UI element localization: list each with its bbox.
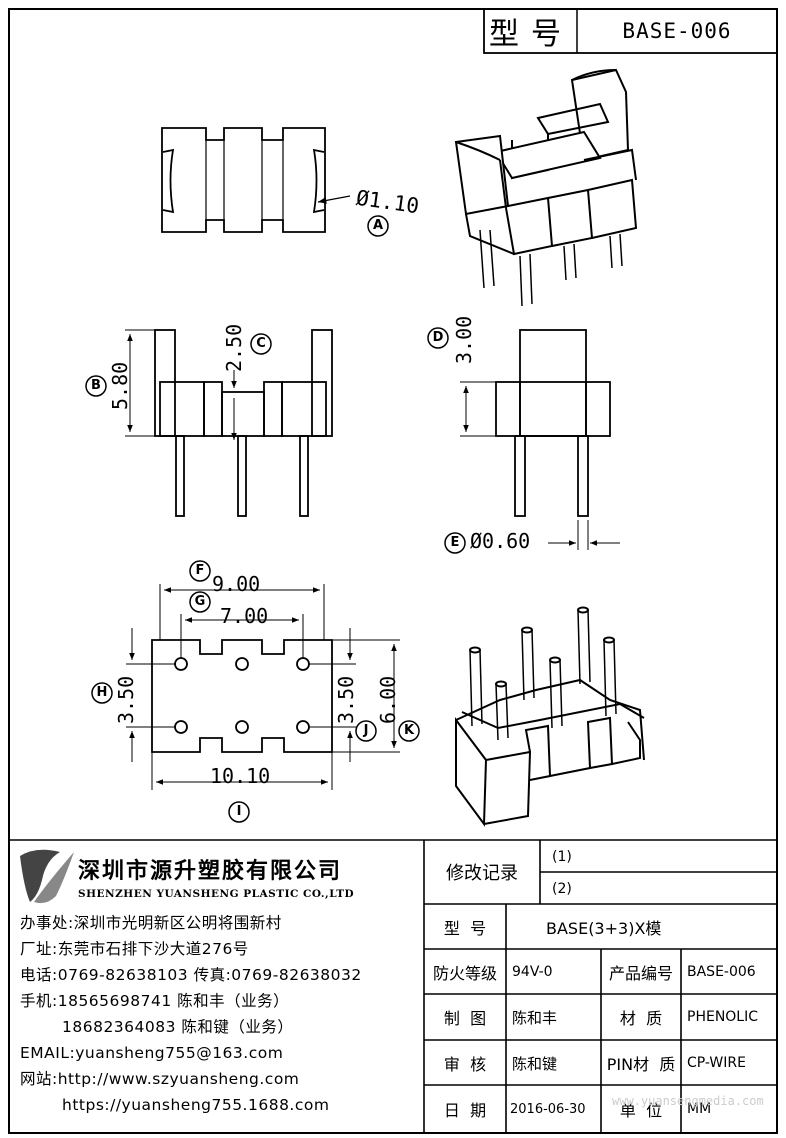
spec-material-label: 材 质 <box>619 1009 663 1028</box>
dimension-tags <box>85 215 466 823</box>
spec-drawn-label: 制 图 <box>443 1009 487 1028</box>
contact-website-1: 网站:http://www.szyuansheng.com <box>20 1070 300 1088</box>
spec-unit-label: 单 位 <box>619 1101 663 1120</box>
company-logo <box>20 849 74 904</box>
spec-pin-material-value: CP-WIRE <box>687 1055 746 1071</box>
watermark: www.yuansengmedia.com <box>612 1094 764 1108</box>
spec-date-label: 日 期 <box>443 1101 487 1120</box>
dim-width-outer: 9.00 <box>212 572 261 596</box>
tag-c: C <box>256 336 266 351</box>
tag-g: G <box>194 594 206 609</box>
contact-mobile-1: 手机:18565698741 陈和丰（业务） <box>20 992 290 1010</box>
dim-pin-row-pitch-right: 3.50 <box>334 675 358 724</box>
company-name-cn: 深圳市源升塑胶有限公司 <box>78 859 343 884</box>
dim-height-total: 5.80 <box>108 361 132 410</box>
spec-date-value: 2016-06-30 <box>510 1101 586 1117</box>
title-model-code: BASE-006 <box>622 19 732 43</box>
sheet-border <box>8 8 778 1134</box>
iso-view-bottom <box>455 606 645 827</box>
spec-material-value: PHENOLIC <box>687 1009 759 1025</box>
contact-mobile-2: 18682364083 陈和键（业务） <box>62 1018 294 1036</box>
top-view <box>161 127 351 233</box>
side-view <box>460 329 620 550</box>
spec-prodno-value: BASE-006 <box>687 964 756 980</box>
contact-phone: 电话:0769-82638103 传真:0769-82638032 <box>20 966 362 984</box>
dim-slot-depth: 2.50 <box>222 323 246 372</box>
spec-unit-value: MM <box>687 1101 712 1117</box>
dim-pin-row-pitch-left: 3.50 <box>114 675 138 724</box>
contact-website-2: https://yuansheng755.1688.com <box>62 1096 330 1114</box>
tag-d: D <box>432 330 444 345</box>
spec-fire-label: 防火等级 <box>432 964 497 983</box>
revision-2: (2) <box>552 881 572 897</box>
dim-side-height: 3.00 <box>452 315 476 364</box>
dim-length-total: 10.10 <box>210 764 271 788</box>
spec-prodno-label: 产品编号 <box>608 964 673 983</box>
tag-i: I <box>236 804 242 819</box>
dim-pin-dia: Ø0.60 <box>470 529 531 553</box>
title-model-label: 型号 <box>489 17 573 52</box>
revision-label: 修改记录 <box>446 863 518 884</box>
spec-model-value: BASE(3+3)X模 <box>546 919 662 938</box>
spec-checked-value: 陈和键 <box>512 1054 558 1073</box>
dim-pin-span: 7.00 <box>220 604 269 628</box>
tag-j: J <box>363 723 369 738</box>
tag-b: B <box>91 378 101 393</box>
spec-drawn-value: 陈和丰 <box>512 1008 558 1027</box>
dim-depth-total: 6.00 <box>376 675 400 724</box>
revision-1: (1) <box>552 849 572 865</box>
title-block <box>483 8 778 54</box>
bottom-view <box>126 584 400 790</box>
spec-fire-value: 94V-0 <box>512 964 553 980</box>
contact-email: EMAIL:yuansheng755@163.com <box>20 1044 284 1062</box>
iso-view-top <box>454 68 638 307</box>
info-table-grid <box>9 839 777 1133</box>
tag-e: E <box>450 535 460 550</box>
company-name-en: SHENZHEN YUANSHENG PLASTIC CO.,LTD <box>78 888 355 900</box>
tag-f: F <box>195 563 205 578</box>
tag-h: H <box>96 685 108 700</box>
front-view <box>125 329 333 517</box>
tag-k: K <box>403 723 415 738</box>
tag-a: A <box>372 218 384 233</box>
spec-pin-material-label: PIN材 质 <box>606 1055 676 1074</box>
contact-office: 办事处:深圳市光明新区公明将围新村 <box>20 914 282 932</box>
spec-checked-label: 审 核 <box>443 1055 487 1074</box>
contact-factory: 厂址:东莞市石排下沙大道276号 <box>20 940 249 958</box>
spec-model-label: 型 号 <box>443 919 487 938</box>
